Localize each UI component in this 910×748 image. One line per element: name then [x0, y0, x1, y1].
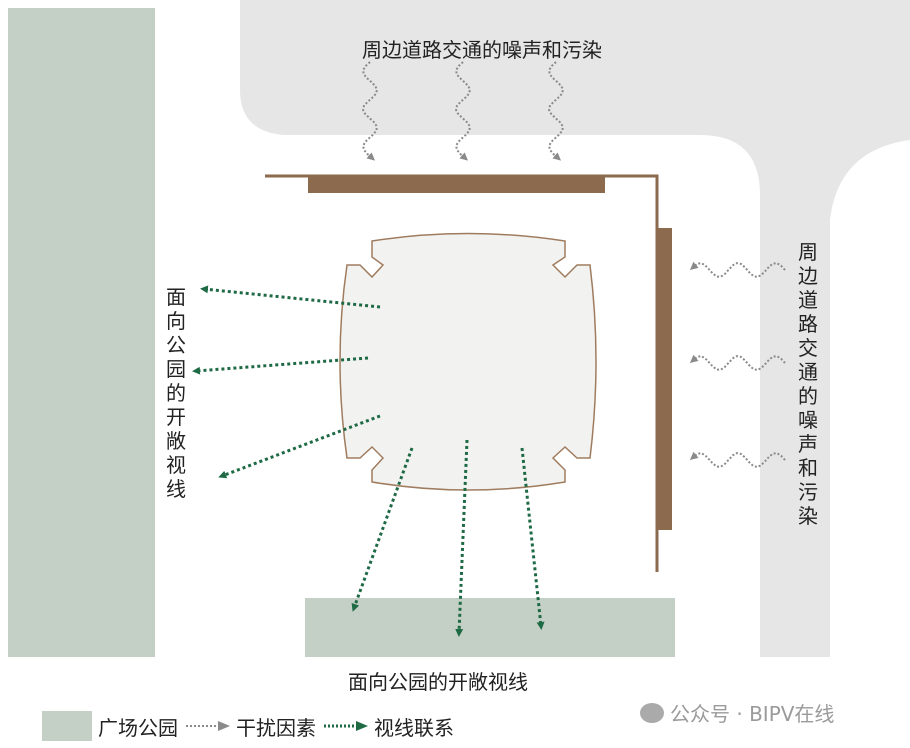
- park-swatch-icon: [42, 711, 92, 741]
- watermark: 公众号 · BIPV在线: [640, 698, 834, 727]
- top-noise-label: 周边道路交通的噪声和污染: [362, 38, 602, 62]
- noise-arrow: [362, 61, 379, 161]
- noise-barrier-right: [657, 228, 672, 530]
- noise-arrow: [689, 354, 786, 372]
- road: [240, 0, 910, 657]
- noise-arrow: [689, 261, 786, 279]
- watermark-text: 公众号 · BIPV在线: [670, 702, 835, 726]
- bottom-view-label: 面向公园的开敞视线: [348, 670, 528, 694]
- view-arrow: [455, 439, 469, 637]
- building-outline: [339, 232, 597, 491]
- view-arrow-icon: [324, 721, 368, 731]
- view-arrow: [351, 447, 414, 612]
- noise-arrow: [689, 451, 786, 469]
- noise-arrow: [548, 61, 565, 161]
- right-noise-label: 周边道路交通的噪声和污染: [798, 240, 818, 528]
- left-view-label: 面向公园的开敞视线: [166, 285, 186, 501]
- legend-park: 广场公园: [98, 715, 178, 740]
- noise-barrier-top: [308, 176, 605, 193]
- view-arrow: [218, 414, 381, 479]
- view-arrows: [192, 285, 545, 637]
- noise-arrow-icon: [186, 721, 230, 731]
- legend-noise: 干扰因素: [236, 715, 316, 740]
- legend: 广场公园 干扰因素 视线联系: [42, 711, 454, 741]
- view-arrow: [192, 356, 369, 375]
- wechat-icon: [640, 702, 664, 723]
- noise-arrow: [455, 61, 472, 161]
- park-left: [8, 8, 155, 657]
- legend-view: 视线联系: [374, 715, 454, 740]
- park-plaza: [305, 598, 675, 657]
